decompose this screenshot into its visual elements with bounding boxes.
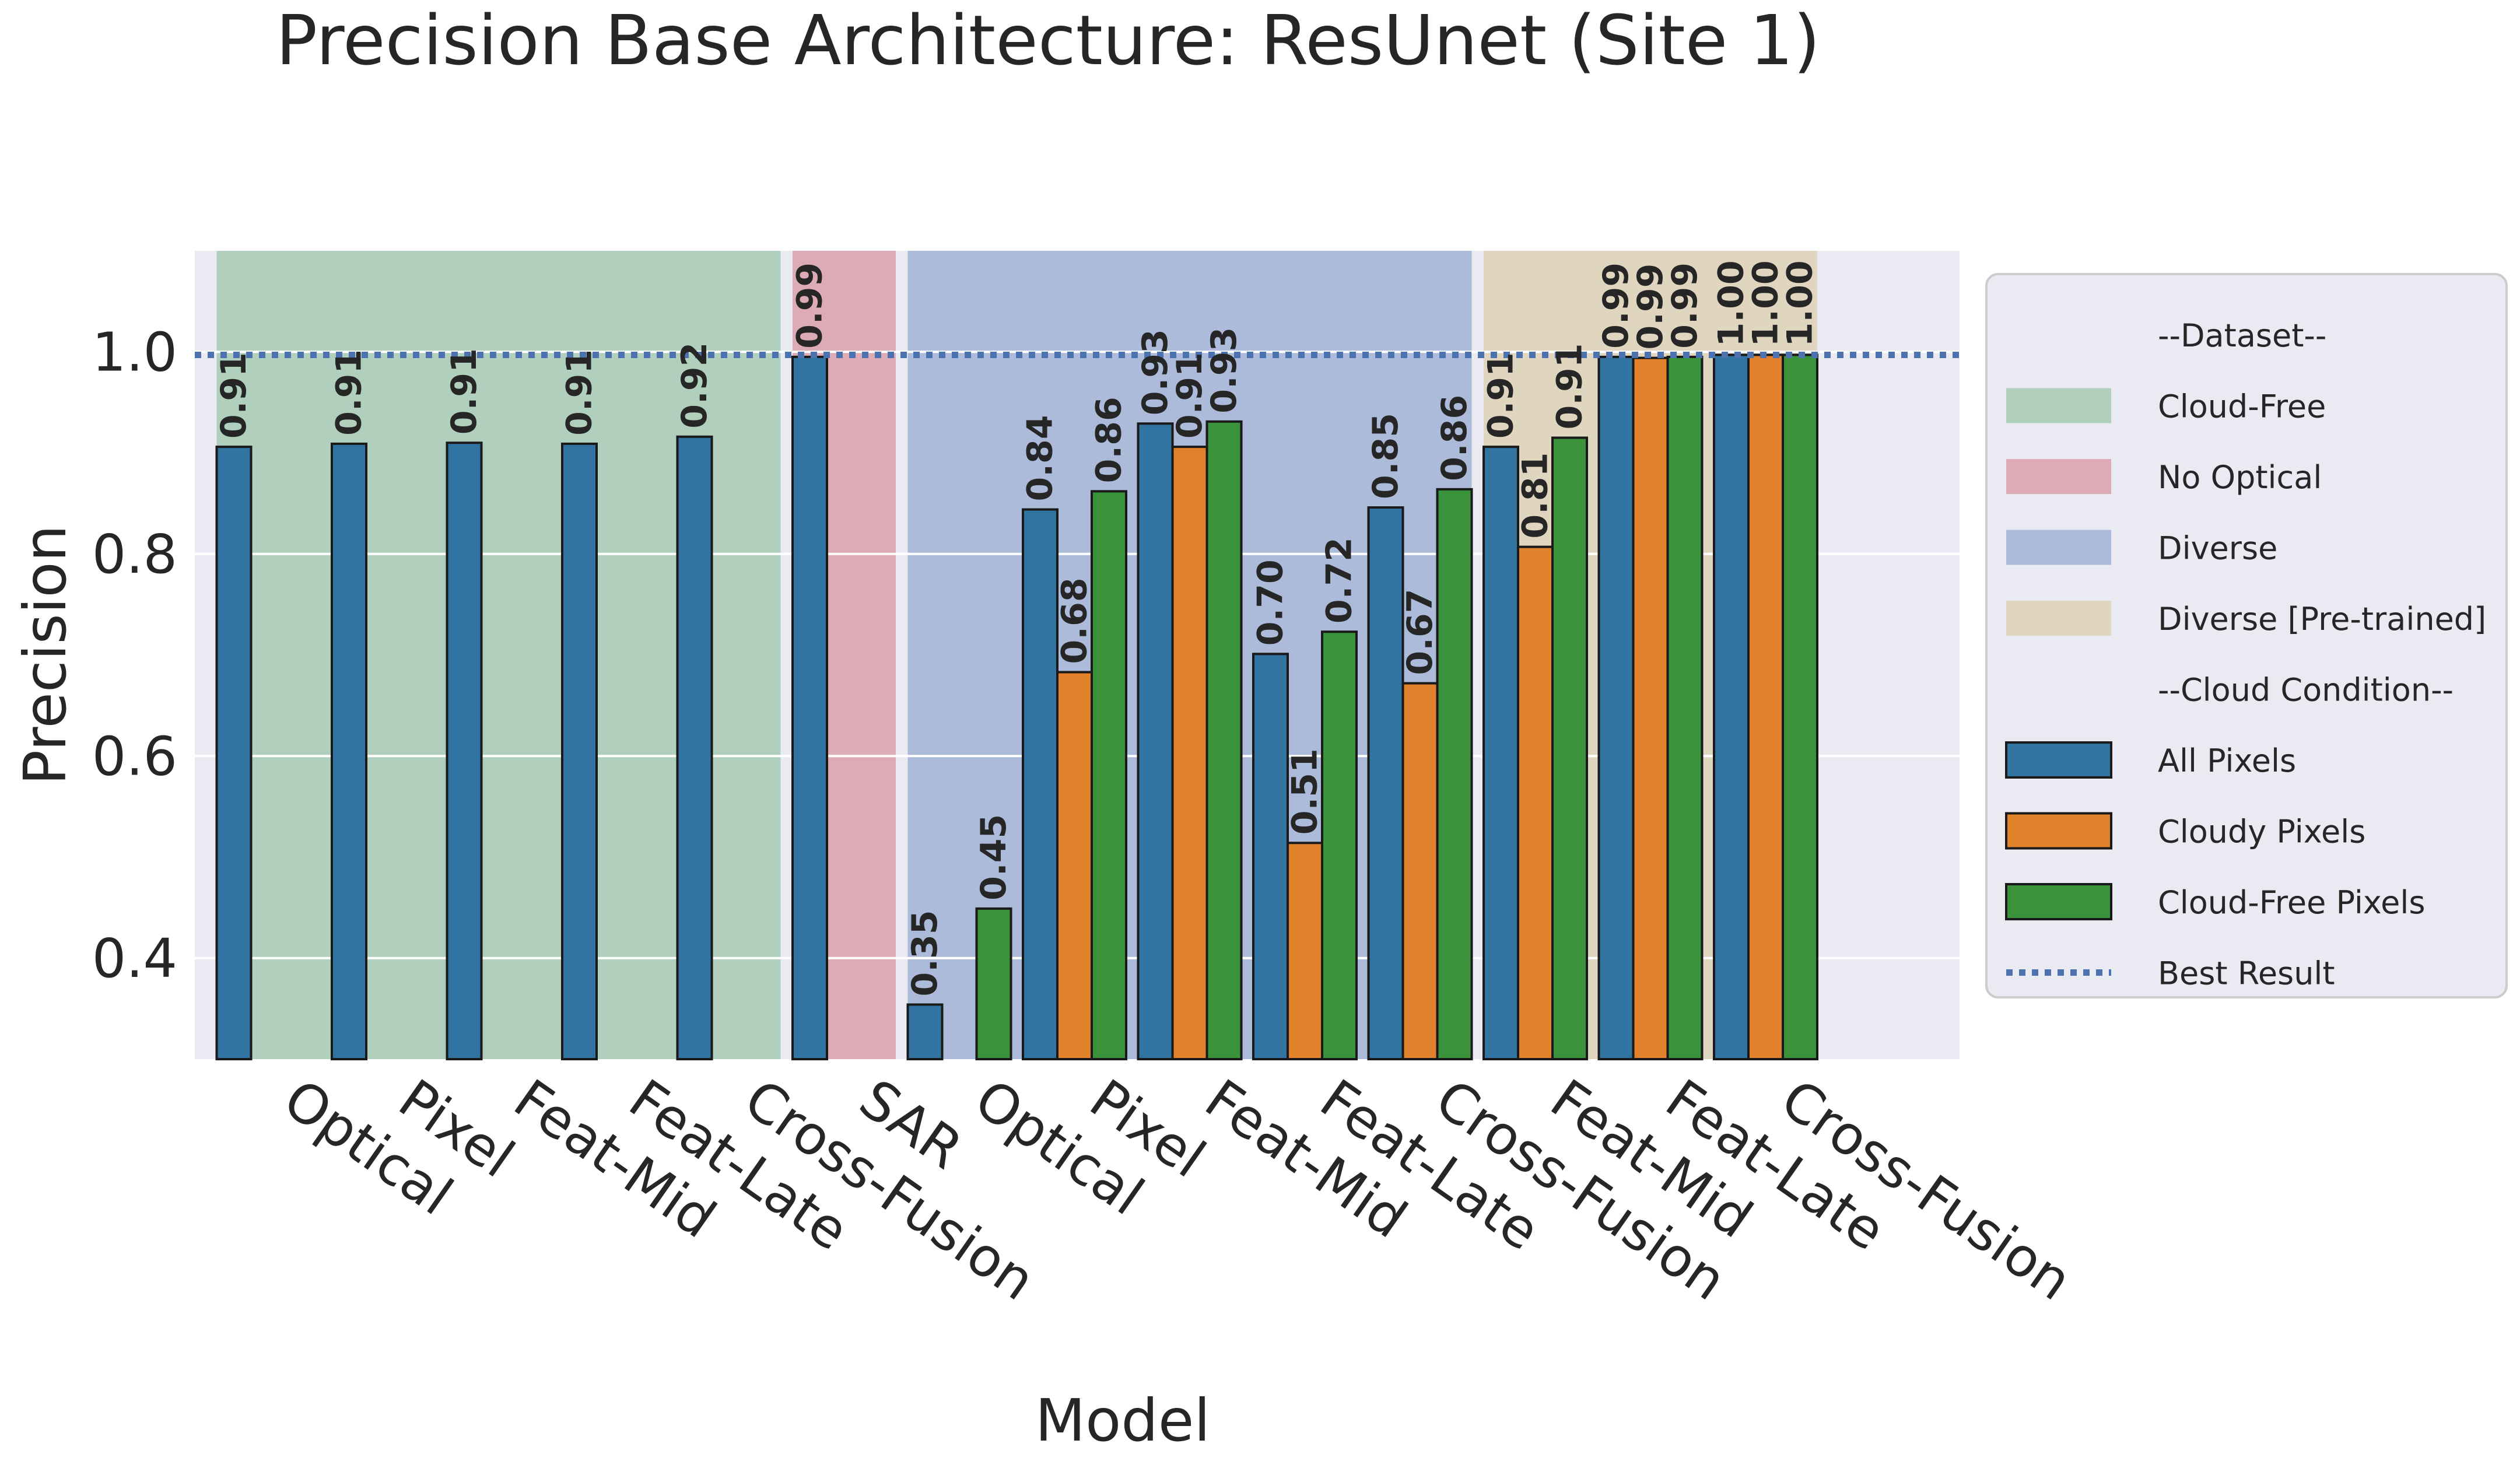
legend-swatch [2005, 812, 2112, 850]
bar [1205, 420, 1243, 1060]
value-label: 0.86 [1089, 397, 1130, 483]
legend-label: Best Result [2158, 955, 2335, 992]
y-tick-label: 0.6 [92, 725, 177, 787]
y-tick-label: 1.0 [92, 321, 177, 383]
bar [446, 442, 483, 1060]
bars [215, 353, 1818, 1061]
bar [1137, 422, 1174, 1061]
value-label: 0.92 [674, 342, 715, 429]
bar [561, 442, 598, 1060]
value-label: 0.67 [1400, 588, 1440, 675]
y-tick-label: 0.4 [92, 927, 177, 990]
bar [215, 446, 253, 1060]
legend-label: Cloud-Free [2158, 388, 2326, 425]
value-label: 0.91 [1169, 352, 1210, 439]
bar [1401, 682, 1439, 1060]
legend-swatch [2006, 388, 2111, 423]
bar [1747, 353, 1784, 1060]
value-label: 1.00 [1711, 260, 1752, 346]
value-label: 0.91 [1481, 352, 1522, 439]
value-label: 0.91 [559, 349, 600, 436]
legend-box [1985, 273, 2508, 998]
bar [1287, 842, 1323, 1060]
bar [1551, 436, 1588, 1061]
bar [1321, 630, 1358, 1060]
value-label: 0.51 [1285, 748, 1326, 835]
bar [1171, 446, 1208, 1060]
value-label: 1.00 [1746, 260, 1786, 346]
legend-swatch [2006, 459, 2111, 494]
value-label: 1.00 [1780, 260, 1821, 346]
value-label: 0.99 [790, 262, 830, 349]
legend-label: Cloud-Free Pixels [2158, 884, 2426, 921]
value-label: 0.99 [1596, 262, 1636, 349]
value-label: 0.91 [329, 349, 370, 436]
value-label: 0.84 [1020, 415, 1061, 501]
legend-header-dataset: --Dataset-- [2158, 317, 2326, 354]
value-label: 0.70 [1250, 559, 1291, 646]
bar [1713, 353, 1750, 1060]
value-label: 0.86 [1434, 395, 1475, 481]
bar [1782, 353, 1818, 1060]
value-label: 0.91 [444, 348, 485, 435]
legend-swatch [2006, 601, 2111, 636]
bar [1482, 446, 1519, 1060]
y-tick-label: 0.8 [92, 523, 177, 586]
bar [791, 355, 828, 1060]
y-axis-ticks: 0.4 0.6 0.8 1.0 [92, 321, 177, 990]
bar [1632, 356, 1669, 1060]
value-label: 0.45 [973, 814, 1014, 901]
bar [676, 435, 713, 1060]
legend-label: Cloudy Pixels [2158, 814, 2365, 850]
bar [1367, 506, 1404, 1060]
bar [1517, 545, 1554, 1060]
value-label: 0.81 [1515, 453, 1556, 539]
bar [1056, 671, 1093, 1060]
value-label: 0.91 [1550, 343, 1590, 429]
x-axis-label: Model [1035, 1386, 1210, 1455]
bar [331, 442, 367, 1060]
y-axis-label: Precision [11, 525, 79, 785]
bar [1436, 488, 1473, 1060]
value-label: 0.72 [1319, 537, 1360, 623]
value-label: 0.99 [1664, 262, 1705, 349]
legend-label: No Optical [2158, 459, 2322, 496]
bar [1597, 355, 1635, 1060]
bar [1252, 653, 1289, 1060]
legend-header-cloud: --Cloud Condition-- [2158, 672, 2454, 709]
value-label: 0.68 [1054, 577, 1095, 664]
x-axis-ticks: OpticalPixelFeat-MidFeat-LateCross-Fusio… [272, 1067, 2083, 1312]
bar [1022, 508, 1059, 1060]
legend-label: Diverse [Pre-trained] [2158, 601, 2486, 637]
legend-swatch [2006, 530, 2111, 565]
value-labels: 0.91 0.91 0.91 0.91 0.92 0.99 0.35 0.84 0.93 0.70… [213, 260, 1821, 996]
value-label: 0.93 [1204, 327, 1245, 414]
legend-swatch [2005, 741, 2112, 779]
bar [1666, 355, 1704, 1060]
value-label: 0.99 [1630, 264, 1671, 350]
legend-swatch [2005, 883, 2112, 920]
value-label: 0.35 [905, 910, 945, 996]
chart-title: Precision Base Architecture: ResUnet (Si… [276, 0, 1820, 80]
bar [975, 907, 1012, 1061]
value-label: 0.91 [213, 352, 254, 439]
legend: --Dataset-- Cloud-Free No OpticalDiverseDi… [1985, 273, 2508, 998]
value-label: 0.93 [1135, 329, 1176, 415]
bar [906, 1003, 944, 1060]
legend-label: Diverse [2158, 530, 2277, 567]
bar [1091, 490, 1127, 1060]
value-label: 0.85 [1365, 413, 1406, 499]
legend-label: All Pixels [2158, 742, 2296, 779]
